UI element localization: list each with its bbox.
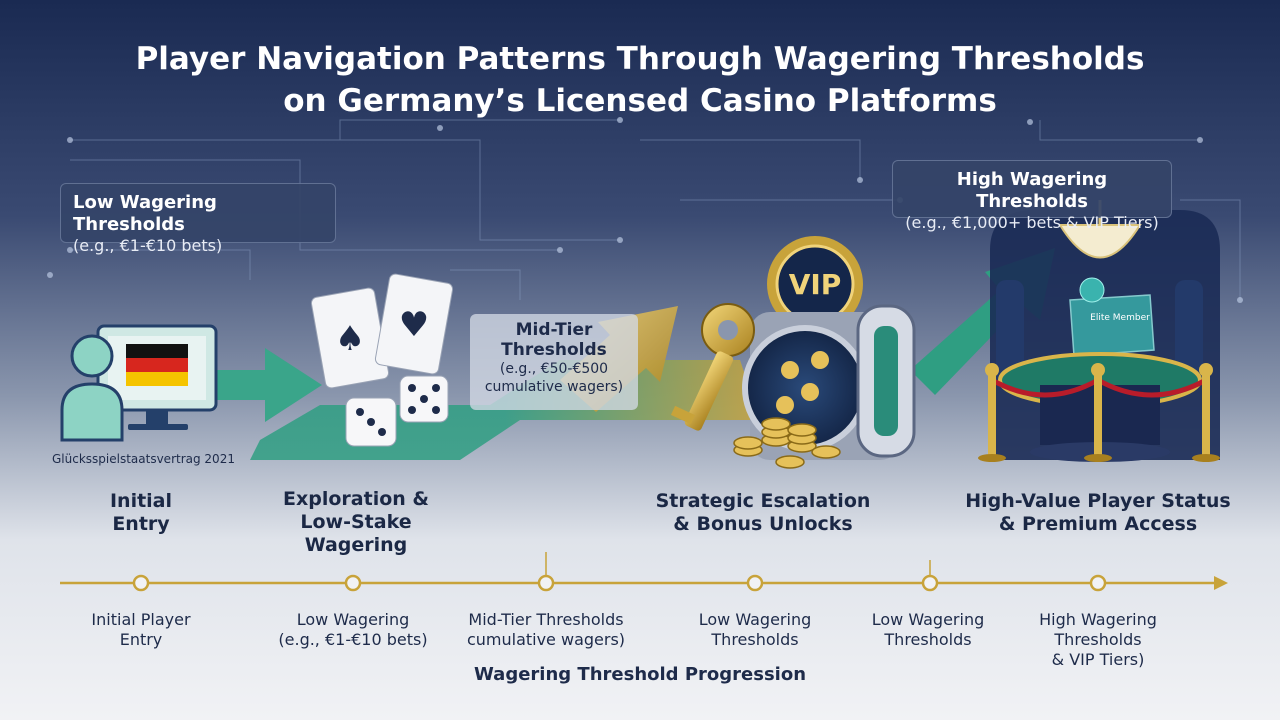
circuit-lines bbox=[70, 119, 1241, 300]
high-threshold-box: High Wagering Thresholds (e.g., €1,000+ … bbox=[892, 160, 1172, 232]
tick-marker bbox=[537, 574, 555, 592]
mid-threshold-heading-2: Thresholds bbox=[501, 340, 607, 360]
tick-marker bbox=[1089, 574, 1107, 592]
tick-label-mid-tier: Mid-Tier Thresholds cumulative wagers) bbox=[446, 610, 646, 650]
stage-line: Strategic Escalation bbox=[655, 490, 871, 512]
tick-label-low-wagering-thresholds-2: Low Wagering Thresholds bbox=[838, 610, 1018, 650]
coin-stack-icon bbox=[733, 417, 841, 469]
stage-line: Wagering bbox=[304, 534, 408, 556]
stage-label-exploration: Exploration & Low-Stake Wagering bbox=[256, 488, 456, 557]
stage-line: & Bonus Unlocks bbox=[673, 513, 853, 535]
timeline-ticks bbox=[132, 574, 1107, 592]
stage-label-initial-entry: Initial Entry bbox=[60, 490, 222, 536]
elite-card-icon: Elite Member bbox=[1069, 277, 1155, 357]
key-icon bbox=[670, 303, 755, 431]
page-title: Player Navigation Patterns Through Wager… bbox=[0, 38, 1280, 122]
tick-line: Thresholds bbox=[1054, 630, 1142, 649]
title-line-1: Player Navigation Patterns Through Wager… bbox=[135, 41, 1145, 77]
elite-card-text: Elite Member bbox=[1090, 313, 1150, 323]
stage-line: Entry bbox=[112, 513, 170, 535]
low-threshold-heading: Low Wagering Thresholds bbox=[73, 192, 217, 235]
tick-label-initial-player-entry: Initial Player Entry bbox=[51, 610, 231, 650]
vip-badge-text: VIP bbox=[789, 268, 842, 301]
stage-line: Initial bbox=[109, 490, 173, 512]
playing-cards-icon: ♠ ♥ bbox=[310, 273, 454, 389]
tick-label-low-wagering: Low Wagering (e.g., €1-€10 bets) bbox=[258, 610, 448, 650]
stage-label-strategic-escalation: Strategic Escalation & Bonus Unlocks bbox=[640, 490, 886, 536]
tick-line: Initial Player bbox=[91, 610, 191, 629]
timeline-drops bbox=[545, 552, 931, 576]
tick-label-low-wagering-thresholds-1: Low Wagering Thresholds bbox=[665, 610, 845, 650]
stage-line: Low-Stake bbox=[300, 511, 412, 533]
tick-marker bbox=[132, 574, 150, 592]
stage-line: High-Value Player Status bbox=[965, 490, 1231, 512]
title-line-2: on Germany’s Licensed Casino Platforms bbox=[283, 83, 997, 119]
circuit-nodes bbox=[47, 117, 1243, 303]
tick-line: (e.g., €1-€10 bets) bbox=[278, 630, 428, 649]
dice-icon bbox=[345, 375, 449, 447]
tick-marker bbox=[921, 574, 939, 592]
tick-line: Thresholds bbox=[884, 630, 972, 649]
german-flag-icon bbox=[126, 344, 188, 386]
tick-line: Entry bbox=[119, 630, 163, 649]
low-threshold-sub: (e.g., €1-€10 bets) bbox=[73, 236, 223, 255]
stage-line: & Premium Access bbox=[998, 513, 1198, 535]
tick-line: Low Wagering bbox=[698, 610, 812, 629]
mid-threshold-box: Mid-Tier Thresholds (e.g., €50-€500 cumu… bbox=[470, 314, 638, 410]
tick-line: High Wagering bbox=[1039, 610, 1157, 629]
svg-text:♠: ♠ bbox=[335, 319, 365, 359]
tick-marker bbox=[746, 574, 764, 592]
stage-line: Exploration & bbox=[283, 488, 429, 510]
tick-label-high-wagering: High Wagering Thresholds & VIP Tiers) bbox=[1008, 610, 1188, 670]
timeline-axis bbox=[60, 576, 1228, 590]
vault-icon bbox=[742, 304, 916, 460]
law-caption: Glücksspielstaatsvertrag 2021 bbox=[52, 452, 235, 466]
tick-line: & VIP Tiers) bbox=[1051, 650, 1145, 669]
monitor-user-icon bbox=[60, 324, 218, 442]
mid-threshold-sub-1: (e.g., €50-€500 bbox=[499, 361, 609, 377]
velvet-rope bbox=[978, 363, 1220, 462]
high-threshold-heading: High Wagering Thresholds bbox=[956, 169, 1108, 212]
vip-badge-icon: VIP bbox=[767, 236, 863, 332]
tick-line: cumulative wagers) bbox=[466, 630, 626, 649]
high-threshold-sub: (e.g., €1,000+ bets & VIP Tiers) bbox=[905, 213, 1159, 232]
low-threshold-box: Low Wagering Thresholds (e.g., €1-€10 be… bbox=[60, 183, 336, 255]
mid-threshold-sub-2: cumulative wagers) bbox=[484, 379, 624, 395]
tick-marker bbox=[344, 574, 362, 592]
mid-threshold-heading-1: Mid-Tier bbox=[515, 320, 593, 340]
tick-line: Low Wagering bbox=[296, 610, 410, 629]
axis-title: Wagering Threshold Progression bbox=[473, 664, 807, 685]
tick-line: Thresholds bbox=[711, 630, 799, 649]
tick-line: Low Wagering bbox=[871, 610, 985, 629]
tick-line: Mid-Tier Thresholds bbox=[468, 610, 624, 629]
svg-text:♥: ♥ bbox=[399, 305, 429, 345]
arrow-entry bbox=[215, 348, 322, 422]
stage-label-high-value: High-Value Player Status & Premium Acces… bbox=[958, 490, 1238, 536]
chandelier-icon bbox=[1058, 200, 1142, 259]
